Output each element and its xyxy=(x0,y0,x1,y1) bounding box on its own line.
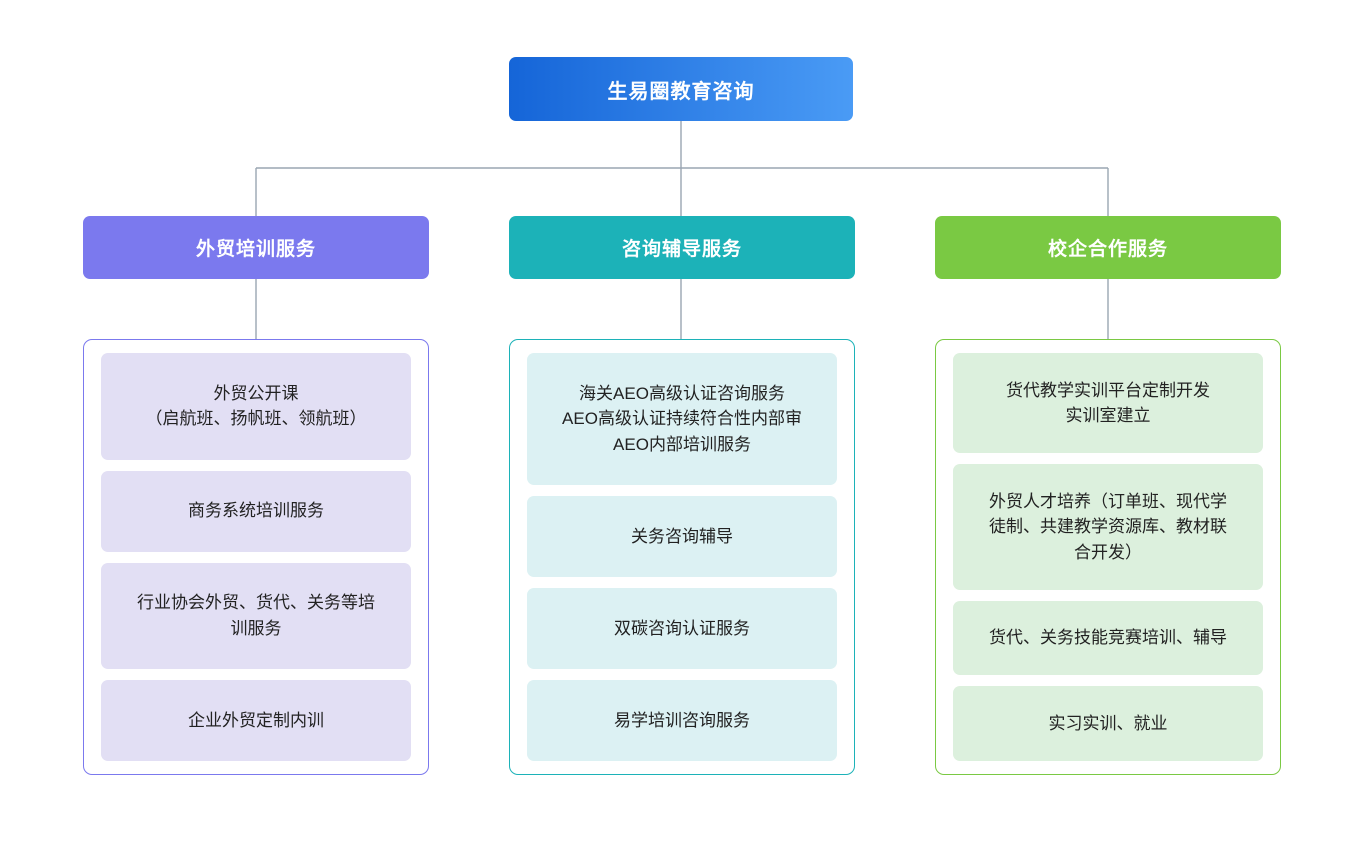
branch-header-2[interactable]: 校企合作服务 xyxy=(935,216,1281,279)
leaf-item-line: （启航班、扬帆班、领航班） xyxy=(145,409,367,429)
branch-header-1[interactable]: 咨询辅导服务 xyxy=(509,216,855,279)
leaf-item-line: 实训室建立 xyxy=(1065,406,1151,426)
branch-header-label-1: 咨询辅导服务 xyxy=(621,239,742,260)
leaf-item-line: 货代、关务技能竞赛培训、辅导 xyxy=(989,628,1227,648)
leaf-item-line: 易学培训咨询服务 xyxy=(614,710,750,730)
leaf-item-line: 双碳咨询认证服务 xyxy=(614,618,750,638)
leaf-item-line: 企业外贸定制内训 xyxy=(188,710,324,730)
leaf-item[interactable]: 货代、关务技能竞赛培训、辅导 xyxy=(953,600,1263,676)
leaf-item[interactable]: 海关AEO高级认证咨询服务 AEO高级认证持续符合性内部审 AEO内部培训服务 xyxy=(527,353,837,485)
leaf-item-line: 徒制、共建教学资源库、教材联 xyxy=(989,517,1227,537)
branch-body-0: 外贸公开课 （启航班、扬帆班、领航班） 商务系统培训服务行业协会外贸、货代、关务等培… xyxy=(83,339,429,775)
leaf-item-line: 实习实训、就业 xyxy=(1048,713,1168,733)
leaf-item-line: 海关AEO高级认证咨询服务 xyxy=(579,383,785,403)
leaf-item[interactable]: 实习实训、就业 xyxy=(953,686,1263,761)
leaf-item-line: 外贸人才培养（订单班、现代学 xyxy=(989,491,1227,511)
leaf-item[interactable]: 关务咨询辅导 xyxy=(527,496,837,577)
leaf-item[interactable]: 货代教学实训平台定制开发实训室建立 xyxy=(953,353,1263,454)
leaf-item-line: AEO内部培训服务 xyxy=(613,434,751,454)
root-node-label: 生易圈教育咨询 xyxy=(607,80,755,103)
branch-column-2: 校企合作服务 货代教学实训平台定制开发实训室建立外贸人才培养（订单班、现代学徒制… xyxy=(935,216,1281,775)
branch-column-0: 外贸培训服务 外贸公开课 （启航班、扬帆班、领航班） 商务系统培训服务行业协会外贸、… xyxy=(83,216,429,775)
leaf-item[interactable]: 商务系统培训服务 xyxy=(101,470,411,552)
leaf-item-line: 训服务 xyxy=(230,618,282,638)
branch-column-1: 咨询辅导服务 海关AEO高级认证咨询服务 AEO高级认证持续符合性内部审 AEO内部… xyxy=(509,216,855,775)
branch-body-2: 货代教学实训平台定制开发实训室建立外贸人才培养（订单班、现代学徒制、共建教学资源… xyxy=(935,339,1281,775)
leaf-item-line: AEO高级认证持续符合性内部审 xyxy=(562,409,802,429)
leaf-item-line: 商务系统培训服务 xyxy=(188,501,324,521)
leaf-item[interactable]: 双碳咨询认证服务 xyxy=(527,588,837,669)
leaf-item-line: 合开发） xyxy=(1074,542,1142,562)
leaf-item[interactable]: 企业外贸定制内训 xyxy=(101,680,411,761)
leaf-item-line: 外贸公开课 xyxy=(213,383,299,403)
leaf-item-line: 行业协会外贸、货代、关务等培 xyxy=(137,593,375,613)
leaf-item[interactable]: 外贸人才培养（订单班、现代学徒制、共建教学资源库、教材联合开发） xyxy=(953,464,1263,590)
root-node[interactable]: 生易圈教育咨询 xyxy=(509,57,853,121)
branch-header-label-0: 外贸培训服务 xyxy=(195,239,316,260)
branch-body-1: 海关AEO高级认证咨询服务 AEO高级认证持续符合性内部审 AEO内部培训服务关务咨… xyxy=(509,339,855,775)
branch-header-label-2: 校企合作服务 xyxy=(1047,239,1168,260)
branch-header-0[interactable]: 外贸培训服务 xyxy=(83,216,429,279)
leaf-item[interactable]: 易学培训咨询服务 xyxy=(527,680,837,761)
leaf-item[interactable]: 外贸公开课 （启航班、扬帆班、领航班） xyxy=(101,353,411,460)
leaf-item-line: 货代教学实训平台定制开发 xyxy=(1006,380,1210,400)
leaf-item-line: 关务咨询辅导 xyxy=(631,526,733,546)
leaf-item[interactable]: 行业协会外贸、货代、关务等培训服务 xyxy=(101,562,411,669)
